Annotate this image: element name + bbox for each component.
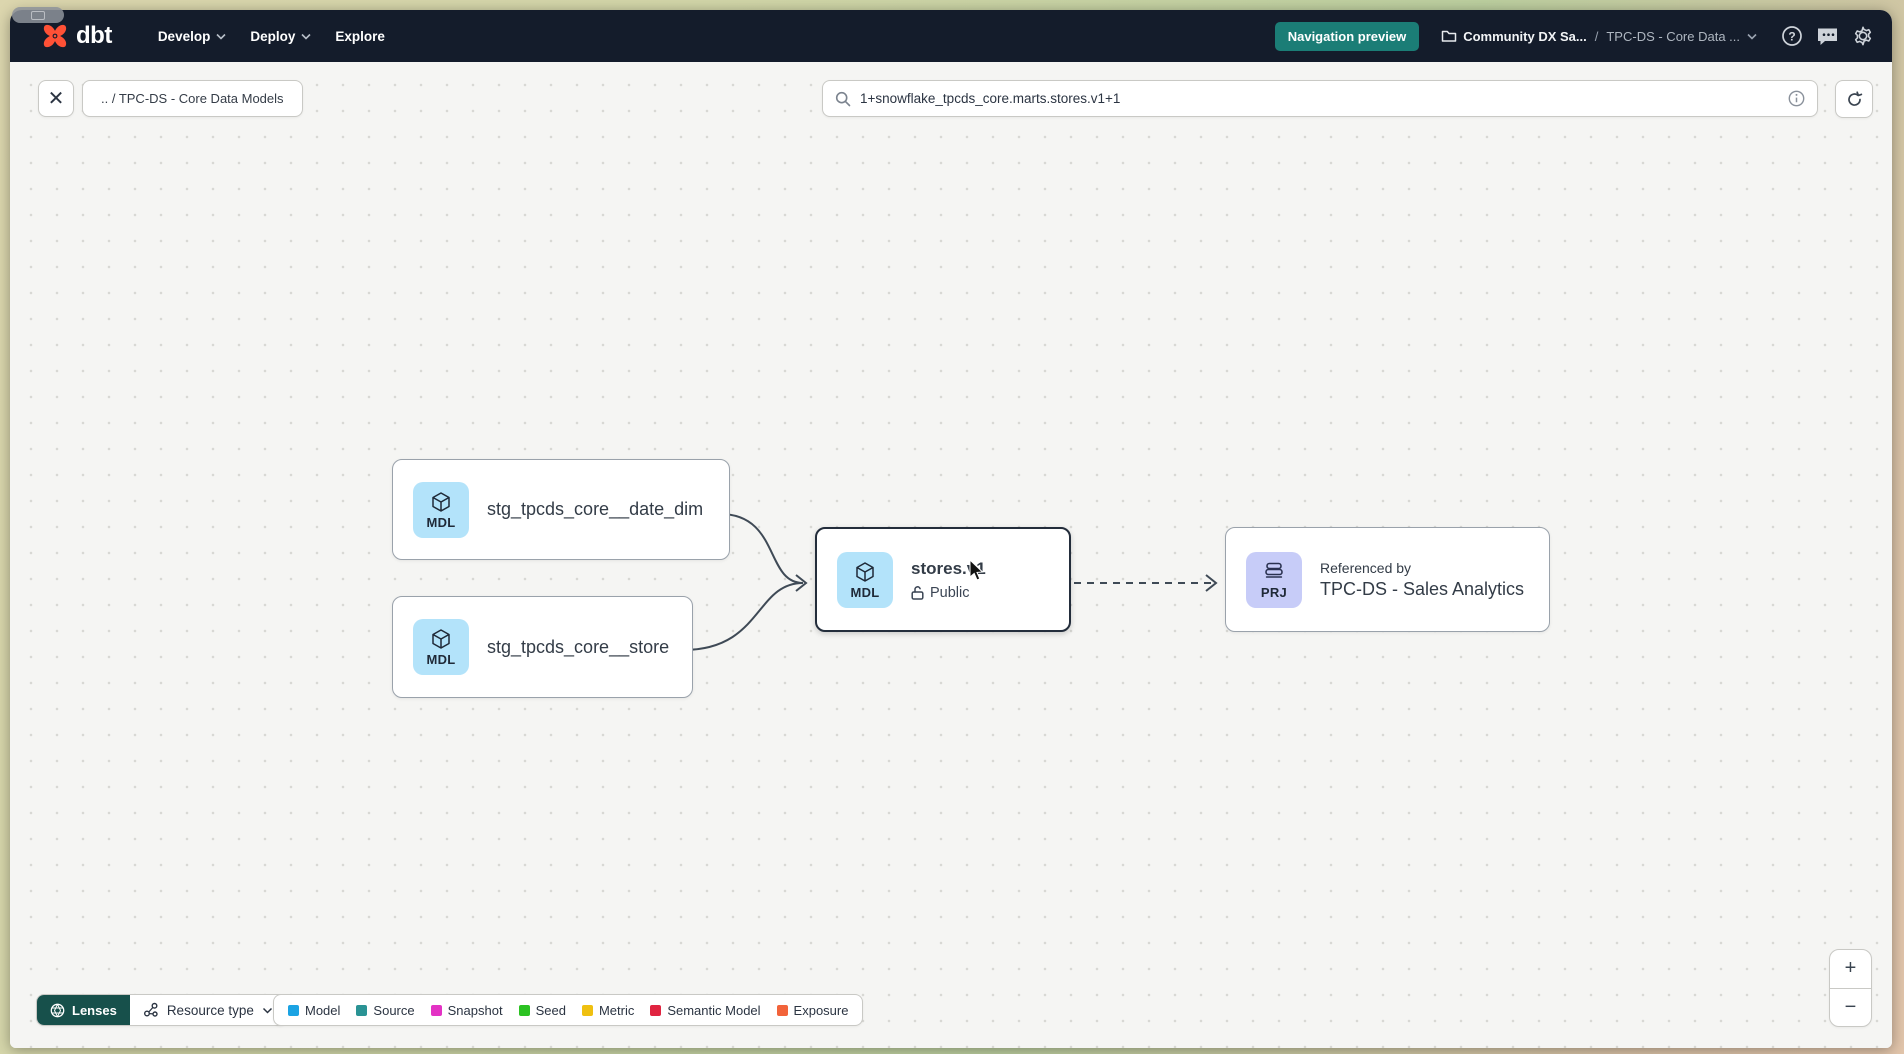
lineage-selector-input[interactable] [860, 91, 1779, 106]
legend-swatch [430, 1004, 442, 1016]
edge-date-dim-to-stores [719, 513, 804, 584]
model-badge: MDL [413, 619, 469, 675]
cube-icon [432, 491, 450, 512]
edge-store-to-stores [682, 582, 804, 651]
node-label: TPC-DS - Sales Analytics [1320, 578, 1525, 599]
legend-swatch [518, 1004, 530, 1016]
breadcrumb: Community DX Sa... / TPC-DS - Core Data … [1441, 29, 1757, 44]
legend-swatch [650, 1004, 662, 1016]
zoom-out-button[interactable]: − [1844, 995, 1857, 1018]
lens-controls: Lenses Resource type [36, 994, 287, 1026]
arrowhead [795, 574, 808, 592]
node-label: stores.v1 [911, 558, 986, 578]
nav-menu-deploy[interactable]: Deploy [238, 21, 323, 52]
nav-menu-explore[interactable]: Explore [335, 28, 385, 44]
lenses-button[interactable]: Lenses [37, 995, 130, 1025]
lineage-path-chip[interactable]: .. / TPC-DS - Core Data Models [82, 80, 303, 117]
legend-swatch [581, 1004, 593, 1016]
cube-icon [856, 561, 874, 582]
arrowhead [1205, 574, 1218, 592]
top-navbar: dbt Develop Deploy Explore Navigation pr… [10, 10, 1892, 62]
node-referenced-by-project[interactable]: PRJ Referenced by TPC-DS - Sales Analyti… [1225, 527, 1550, 632]
window-icon [31, 10, 45, 20]
legend-item: Snapshot [430, 1003, 503, 1018]
search-icon [835, 91, 851, 106]
legend-swatch [356, 1004, 368, 1016]
feedback-chat-icon[interactable] [1816, 26, 1839, 47]
chevron-down-icon [262, 1007, 272, 1014]
help-icon[interactable]: ? [1781, 25, 1803, 47]
legend-swatch [288, 1004, 299, 1016]
svg-text:?: ? [1788, 30, 1795, 44]
legend-item: Source [356, 1003, 415, 1018]
resource-type-legend: Model Source Snapshot Seed Metric [273, 994, 864, 1026]
folder-icon [1441, 30, 1457, 42]
refresh-lineage-button[interactable] [1835, 80, 1873, 118]
legend-item: Seed [518, 1003, 566, 1018]
node-label: stg_tpcds_core__date_dim [487, 499, 704, 519]
stacked-project-icon [1265, 562, 1283, 578]
chevron-down-icon [216, 33, 226, 40]
lenses-icon [50, 1003, 65, 1017]
lineage-canvas[interactable]: MDL stg_tpcds_core__date_dim MDL stg_tpc… [10, 62, 1892, 1048]
dbt-logo[interactable]: dbt [40, 21, 112, 51]
chevron-down-icon [1747, 33, 1757, 40]
legend-item: Exposure [776, 1003, 848, 1018]
nav-menu-develop[interactable]: Develop [146, 21, 239, 52]
dbt-logo-icon [43, 24, 67, 48]
cube-icon [432, 629, 450, 649]
zoom-controls: + − [1829, 949, 1872, 1027]
breadcrumb-separator: / [1594, 28, 1599, 44]
legend-item: Semantic Model [650, 1003, 761, 1018]
node-subtitle: Referenced by [1320, 559, 1412, 576]
navigation-preview-badge[interactable]: Navigation preview [1274, 21, 1420, 51]
node-stg-tpcds-core-date-dim[interactable]: MDL stg_tpcds_core__date_dim [392, 459, 730, 560]
dbt-logo-text: dbt [76, 22, 112, 49]
legend-swatch [776, 1004, 788, 1016]
breadcrumb-account[interactable]: Community DX Sa... [1441, 29, 1587, 44]
node-label: stg_tpcds_core__store [487, 636, 670, 657]
legend-item: Model [288, 1003, 340, 1018]
settings-gear-icon[interactable] [1852, 25, 1874, 47]
node-stg-tpcds-core-store[interactable]: MDL stg_tpcds_core__store [392, 596, 693, 698]
project-badge: PRJ [1246, 551, 1302, 608]
node-stores-v1[interactable]: MDL stores.v1 Public [815, 527, 1071, 632]
resource-type-dropdown[interactable]: Resource type [129, 995, 286, 1025]
model-badge: MDL [413, 481, 469, 538]
chevron-down-icon [301, 33, 311, 40]
refresh-icon [1847, 90, 1862, 106]
close-lineage-button[interactable]: ✕ [38, 80, 74, 117]
resource-type-icon [143, 1002, 158, 1017]
lineage-search-bar [822, 80, 1818, 117]
unlock-icon [911, 586, 924, 600]
app-window: dbt Develop Deploy Explore Navigation pr… [10, 10, 1892, 1048]
access-public: Public [911, 585, 986, 601]
breadcrumb-project[interactable]: TPC-DS - Core Data ... [1606, 29, 1757, 44]
model-badge: MDL [837, 551, 893, 608]
info-icon[interactable] [1788, 90, 1805, 107]
zoom-in-button[interactable]: + [1830, 950, 1871, 989]
screen-share-tab [12, 7, 64, 23]
legend-item: Metric [581, 1003, 634, 1018]
